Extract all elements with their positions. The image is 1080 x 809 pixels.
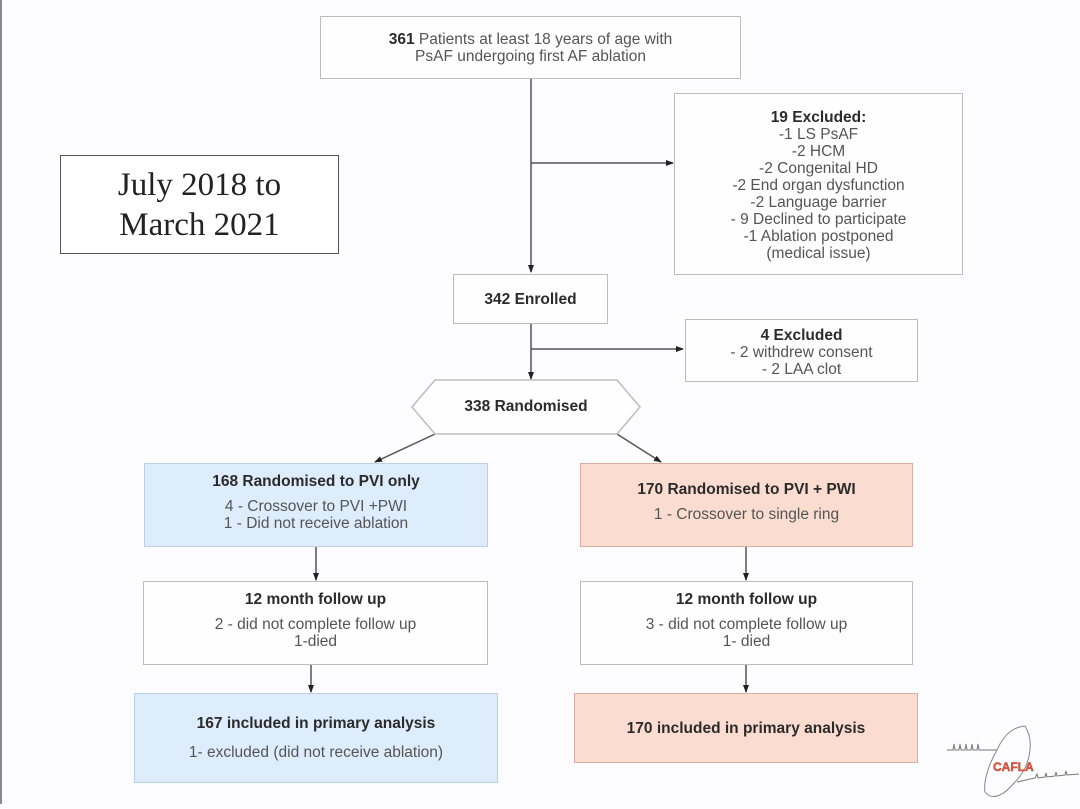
arm-pvi-item: 1 - Did not receive ablation <box>223 515 409 532</box>
excluded-4-box: 4 Excluded - 2 withdrew consent - 2 LAA … <box>685 319 918 382</box>
logo-text: CAFLA <box>993 760 1034 774</box>
excluded-19-item: - 9 Declined to participate <box>730 211 907 228</box>
excluded-19-item: -2 Language barrier <box>750 194 887 211</box>
arm-pvi-item: 4 - Crossover to PVI +PWI <box>224 498 408 515</box>
spacer <box>581 608 912 616</box>
screened-line2: PsAF undergoing first AF ablation <box>415 48 646 65</box>
pwi-analysis-title: 170 included in primary analysis <box>626 720 866 737</box>
study-period-line1: July 2018 to <box>117 167 282 203</box>
excluded-19-item: -2 End organ dysfunction <box>732 177 905 194</box>
arm-pvi-title: 168 Randomised to PVI only <box>212 473 420 490</box>
arm-pwi-box: 170 Randomised to PVI + PWI 1 - Crossove… <box>580 463 913 547</box>
randomised-hexagon <box>411 379 641 435</box>
excluded-4-item: - 2 LAA clot <box>761 361 842 378</box>
arm-pvi-box: 168 Randomised to PVI only 4 - Crossover… <box>144 463 488 547</box>
spacer <box>581 498 912 506</box>
pwi-followup-item: 1- died <box>722 633 771 650</box>
enrolled-label: 342 Enrolled <box>484 291 577 308</box>
screened-line1: 361 Patients at least 18 years of age wi… <box>321 31 740 48</box>
arm-pwi-title: 170 Randomised to PVI + PWI <box>637 481 856 498</box>
enrolled-box: 342 Enrolled <box>453 274 608 324</box>
excluded-19-box: 19 Excluded: -1 LS PsAF -2 HCM -2 Congen… <box>674 93 963 275</box>
pvi-followup-item: 2 - did not complete follow up <box>214 616 417 633</box>
pvi-analysis-box: 167 included in primary analysis 1- excl… <box>134 693 498 783</box>
arrow-randomised-to-pvi <box>374 433 436 463</box>
pwi-analysis-box: 170 included in primary analysis <box>574 693 918 763</box>
pvi-followup-box: 12 month follow up 2 - did not complete … <box>143 581 488 665</box>
pwi-followup-box: 12 month follow up 3 - did not complete … <box>580 581 913 665</box>
spacer <box>144 608 487 616</box>
excluded-4-title: 4 Excluded <box>760 327 843 344</box>
arrow-randomised-to-pwi <box>616 433 662 463</box>
spacer <box>145 490 487 498</box>
excluded-19-item: -1 Ablation postponed <box>743 228 894 245</box>
left-border <box>0 0 2 804</box>
excluded-19-title: 19 Excluded: <box>770 109 867 126</box>
study-period-box: July 2018 to March 2021 <box>60 155 339 254</box>
screened-count: 361 <box>388 31 415 48</box>
ecg-logo-icon: CAFLA <box>945 722 1080 804</box>
excluded-19-item: -2 Congenital HD <box>759 160 878 177</box>
pwi-followup-item: 3 - did not complete follow up <box>645 616 848 633</box>
arm-pwi-item: 1 - Crossover to single ring <box>653 506 840 523</box>
spacer <box>135 732 497 744</box>
screened-box: 361 Patients at least 18 years of age wi… <box>320 16 741 79</box>
pvi-followup-title: 12 month follow up <box>244 591 387 608</box>
pwi-followup-title: 12 month follow up <box>675 591 818 608</box>
excluded-19-item: -2 HCM <box>791 143 846 160</box>
randomised-label: 338 Randomised <box>464 398 588 415</box>
excluded-19-item: (medical issue) <box>766 245 871 262</box>
pvi-followup-item: 1-died <box>293 633 338 650</box>
screened-text: Patients at least 18 years of age with <box>414 31 673 48</box>
excluded-19-item: -1 LS PsAF <box>778 126 859 143</box>
pvi-analysis-title: 167 included in primary analysis <box>196 715 436 732</box>
study-period-line2: March 2021 <box>119 207 280 243</box>
pvi-analysis-item: 1- excluded (did not receive ablation) <box>188 744 444 761</box>
excluded-4-item: - 2 withdrew consent <box>730 344 873 361</box>
